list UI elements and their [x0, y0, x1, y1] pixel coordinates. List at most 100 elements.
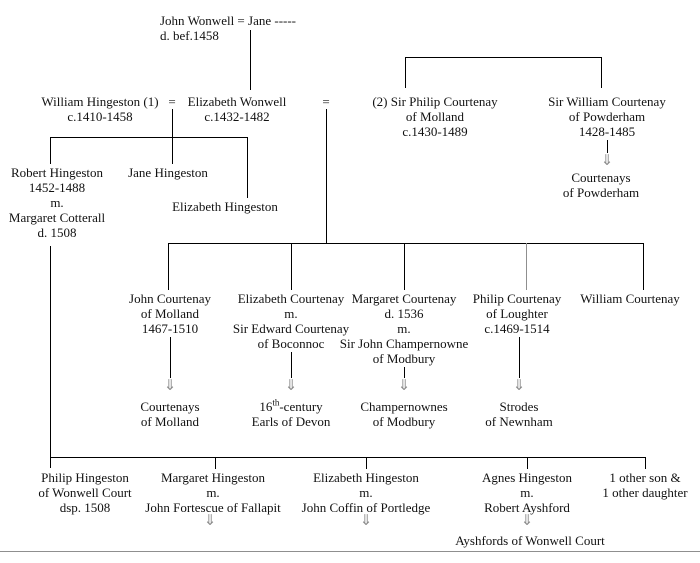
person-detail: of Modbury — [372, 351, 436, 366]
connector-drop-elizabeth-hingeston — [247, 137, 248, 198]
double-down-arrow-molland: ⇓ — [163, 376, 177, 394]
connector-root-descent — [250, 30, 251, 90]
person-detail: m. — [359, 485, 373, 500]
family-ayshfords-of-wonwell-court: Ayshfords of Wonwell Court — [455, 533, 605, 548]
person-detail: m. — [397, 321, 411, 336]
connector-drop-elizabeth-courtenay — [291, 243, 292, 290]
person-name: Elizabeth Hingeston — [313, 470, 419, 485]
family-name: Courtenays — [140, 399, 200, 414]
family-name: of Powderham — [562, 185, 640, 200]
person-william-courtenay: William Courtenay — [580, 291, 679, 306]
person-detail: 1 other daughter — [602, 485, 688, 500]
connector-powderham-stem — [607, 140, 608, 153]
person-name: Elizabeth Hingeston — [172, 199, 278, 214]
connector-drop-other-children — [645, 457, 646, 469]
person-detail: of Powderham — [568, 109, 646, 124]
person-detail: Robert Ayshford — [484, 500, 570, 515]
connector-drop-agnes-hingeston — [527, 457, 528, 469]
marriage-sign-first: = — [168, 94, 176, 109]
person-detail: c.1432-1482 — [204, 109, 270, 124]
double-down-arrow-fortescue: ⇓ — [203, 511, 217, 529]
person-detail: d. 1508 — [37, 225, 77, 240]
person-detail: m. — [50, 195, 64, 210]
connector-stem-newnham — [519, 337, 520, 378]
person-name: Philip Courtenay — [472, 291, 562, 306]
family-courtenays-of-molland: Courtenays of Molland — [140, 399, 199, 429]
person-elizabeth-hingeston: Elizabeth Hingeston — [172, 199, 278, 214]
connector-drop-john-courtenay — [168, 243, 169, 290]
person-name: Agnes Hingeston — [482, 470, 572, 485]
person-detail: Margaret Cotterall — [8, 210, 106, 225]
person-john-wonwell: John Wonwell = Jane ----- d. bef.1458 — [160, 13, 296, 43]
person-agnes-hingeston: Agnes Hingeston m. Robert Ayshford — [482, 470, 572, 515]
connector-stem-molland — [170, 337, 171, 378]
connector-courtenay-children-bar — [168, 243, 644, 244]
person-elizabeth-hingeston-jr: Elizabeth Hingeston m. John Coffin of Po… — [302, 470, 431, 515]
person-elizabeth-wonwell: Elizabeth Wonwell c.1432-1482 — [188, 94, 287, 124]
person-philip-courtenay-of-loughter: Philip Courtenay of Loughter c.1469-1514 — [473, 291, 561, 336]
family-name: Courtenays — [571, 170, 631, 185]
person-name: Margaret Hingeston — [160, 470, 266, 485]
connector-drop-margaret-courtenay — [404, 243, 405, 290]
connector-drop-robert — [50, 137, 51, 164]
page-divider — [0, 551, 700, 552]
person-detail: d. bef.1458 — [160, 28, 219, 43]
double-down-arrow-powderham: ⇓ — [600, 151, 614, 169]
person-name: Elizabeth Courtenay — [237, 291, 345, 306]
family-name: of Molland — [140, 414, 200, 429]
person-detail: c.1469-1514 — [484, 321, 550, 336]
connector-stem-devon — [291, 352, 292, 378]
person-detail: of Molland — [140, 306, 200, 321]
person-william-courtenay-of-powderham: Sir William Courtenay of Powderham 1428-… — [548, 94, 666, 139]
person-john-courtenay: John Courtenay of Molland 1467-1510 — [129, 291, 211, 336]
double-down-arrow-coffin: ⇓ — [359, 511, 373, 529]
ordinal-suffix: th — [272, 397, 280, 408]
connector-hingeston-grandchildren-bar — [50, 457, 645, 458]
person-philip-courtenay-of-molland: (2) Sir Philip Courtenay of Molland c.14… — [372, 94, 497, 139]
family-name: Strodes — [499, 399, 539, 414]
person-robert-hingeston: Robert Hingeston 1452-1488 m. Margaret C… — [9, 165, 105, 240]
person-detail: of Boconnoc — [257, 336, 325, 351]
person-name: Robert Hingeston — [10, 165, 104, 180]
connector-drop-elizabeth-hingeston-jr — [366, 457, 367, 469]
family-name: Ayshfords of Wonwell Court — [455, 533, 605, 548]
person-name: Margaret Courtenay — [351, 291, 457, 306]
family-name: 16th-century — [252, 397, 331, 414]
connector-first-marriage-descent — [172, 109, 173, 138]
double-down-arrow-newnham: ⇓ — [512, 376, 526, 394]
person-name: Elizabeth Wonwell — [187, 94, 287, 109]
connector-stem-modbury — [404, 367, 405, 378]
connector-bracket-right — [601, 57, 602, 88]
person-detail: of Wonwell Court — [38, 485, 132, 500]
person-detail: 1467-1510 — [141, 321, 199, 336]
person-jane-hingeston: Jane Hingeston — [128, 165, 208, 180]
person-name: William Courtenay — [580, 291, 680, 306]
family-name: of Newnham — [485, 414, 553, 429]
double-down-arrow-devon: ⇓ — [284, 376, 298, 394]
person-name: (2) Sir Philip Courtenay — [372, 94, 498, 109]
person-elizabeth-courtenay: Elizabeth Courtenay m. Sir Edward Courte… — [233, 291, 349, 351]
person-name: Sir William Courtenay — [548, 94, 666, 109]
person-detail: John Coffin of Portledge — [301, 500, 431, 515]
person-margaret-hingeston: Margaret Hingeston m. John Fortescue of … — [145, 470, 280, 515]
person-detail: m. — [520, 485, 534, 500]
person-detail: Sir John Champernowne — [339, 336, 469, 351]
connector-drop-jane — [172, 137, 173, 164]
person-detail: d. 1536 — [384, 306, 424, 321]
person-detail: dsp. 1508 — [59, 500, 111, 515]
person-detail: of Molland — [405, 109, 465, 124]
person-name: John Wonwell = Jane ----- — [160, 13, 297, 28]
connector-robert-descent — [50, 246, 51, 468]
connector-hingeston-children-bar — [50, 137, 248, 138]
family-name: Champernownes — [360, 399, 448, 414]
person-detail: 1 other son & — [609, 470, 681, 485]
person-name: Jane Hingeston — [128, 165, 208, 180]
family-champernownes-of-modbury: Champernownes of Modbury — [360, 399, 447, 429]
century-rest: -century — [279, 399, 323, 414]
person-detail: 1452-1488 — [28, 180, 86, 195]
person-detail: Sir Edward Courtenay — [232, 321, 350, 336]
family-courtenays-of-powderham: Courtenays of Powderham — [563, 170, 639, 200]
person-philip-hingeston: Philip Hingeston of Wonwell Court dsp. 1… — [38, 470, 131, 515]
person-name: Philip Hingeston — [41, 470, 129, 485]
